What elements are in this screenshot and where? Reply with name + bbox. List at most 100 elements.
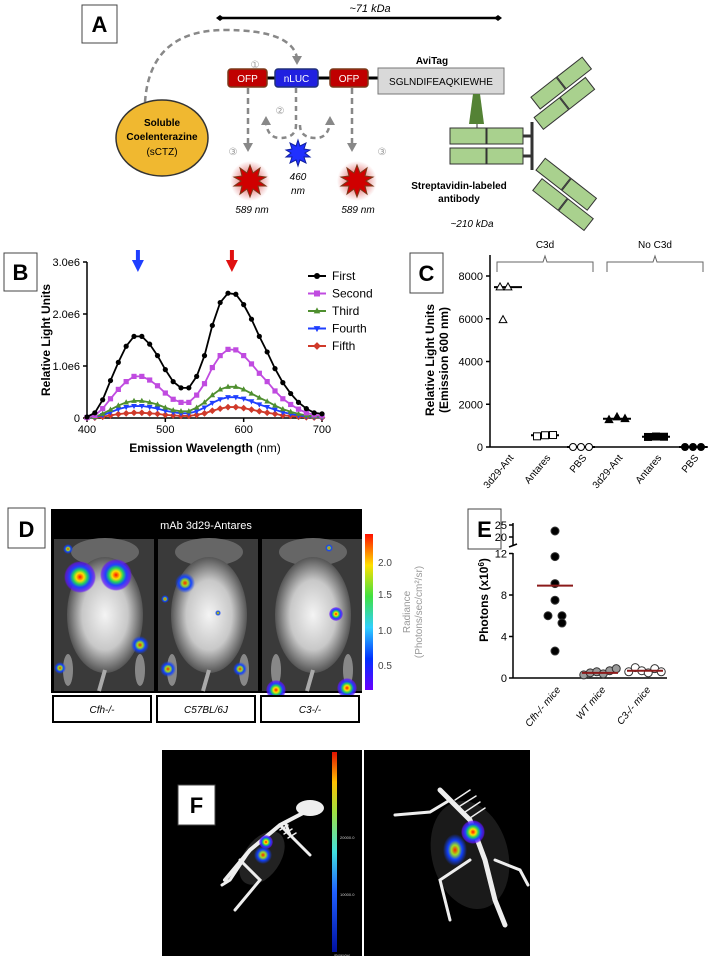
y-tick-label: 6000 [459, 314, 483, 326]
data-point [498, 314, 508, 324]
data-point [644, 432, 652, 441]
panel-label: C [419, 261, 435, 286]
legend-marker [313, 342, 321, 350]
data-point [303, 410, 309, 416]
data-point [194, 373, 200, 379]
x-tick-label: 400 [78, 424, 96, 436]
ct-colorbar-tick: 10000.0 [340, 892, 355, 897]
data-point [272, 402, 278, 408]
data-point [241, 302, 247, 308]
x-tick-label: Antares [634, 453, 665, 486]
group-label-c3d: C3d [536, 240, 554, 251]
data-point [225, 290, 231, 296]
data-point [652, 432, 660, 441]
data-point [550, 595, 560, 605]
data-point [201, 353, 208, 359]
data-point [248, 361, 255, 367]
data-point [186, 399, 192, 405]
red-emission-star-icon [337, 161, 377, 201]
data-point [178, 385, 184, 391]
transfer-arrow [264, 88, 298, 140]
x-tick-label: Cfh-/- mice [523, 685, 563, 730]
panel-f: 20000.0 10000.0 photons/sec F [162, 750, 530, 957]
bioluminescence-signal [175, 573, 195, 593]
colorbar-tick: 1.0 [378, 626, 392, 637]
data-point [225, 346, 231, 352]
avitag-sequence: SGLNDIFEAQKIEWHE [389, 77, 493, 88]
data-point [138, 409, 146, 417]
ct-colorbar [332, 752, 337, 952]
y-axis-title-end: ) [477, 558, 491, 562]
data-point [280, 380, 286, 386]
panel-label-box [409, 252, 444, 294]
strain-label: C3-/- [299, 705, 322, 716]
mass-label-bottom: ~210 kDa [450, 219, 494, 230]
data-point [193, 411, 201, 419]
x-tick-label: C3-/- mice [615, 685, 653, 728]
data-point [185, 408, 192, 414]
bioluminescence-signal [64, 561, 96, 593]
data-point [495, 281, 505, 291]
data-point [271, 410, 279, 418]
panel-label: E [477, 517, 492, 542]
arrow-head-icon [325, 116, 335, 125]
x-axis-title: Emission Wavelength (nm) [129, 441, 281, 455]
axis-break [508, 543, 518, 548]
bioluminescence-signal [54, 662, 66, 674]
data-point [138, 397, 145, 403]
mouse-head [175, 538, 243, 566]
y-axis-title: Relative Light Units [39, 284, 53, 396]
data-point [272, 388, 278, 394]
data-point [146, 405, 153, 411]
y-tick-label: 0 [501, 673, 507, 685]
data-point [681, 443, 689, 451]
emission-589-left: 589 nm [235, 205, 268, 216]
data-point [295, 406, 302, 412]
colorbar-tick: 2.0 [378, 558, 392, 569]
data-point [92, 412, 98, 418]
data-point [233, 291, 239, 297]
data-point [178, 408, 184, 414]
data-point [161, 411, 169, 419]
data-point [577, 443, 585, 451]
data-point [193, 409, 200, 415]
bioluminescence-signal [100, 559, 132, 591]
data-point [107, 406, 114, 412]
colorbar-tick: 1.5 [378, 590, 392, 601]
antibody-label-1: Streptavidin-labeled [411, 181, 507, 192]
data-point [147, 341, 153, 347]
y-tick-label: 25 [495, 520, 507, 532]
substrate-line3: (sCTZ) [146, 147, 177, 158]
data-point [217, 397, 224, 403]
legend-label: Fifth [332, 339, 355, 353]
data-point [162, 390, 168, 396]
mouse-paw [271, 654, 281, 686]
data-point [162, 367, 168, 373]
data-point [224, 403, 232, 411]
legend-marker [314, 290, 320, 297]
transfer-arrow [298, 122, 332, 140]
panel-label-box [7, 507, 46, 549]
strain-box [260, 695, 360, 723]
data-point [264, 349, 270, 355]
panel-label: F [190, 793, 203, 818]
data-point [208, 407, 216, 415]
data-point [264, 398, 271, 404]
data-point [550, 646, 560, 656]
data-point [209, 364, 215, 371]
y-tick-label: 4 [501, 632, 507, 644]
data-point [154, 353, 161, 359]
step-1-label: ① [251, 60, 260, 71]
data-point [170, 396, 176, 402]
panel-label: B [13, 260, 29, 285]
x-tick-label: PBS [680, 453, 702, 476]
data-point [114, 410, 122, 418]
panel-d: D mAb 3d29-Antares 2.0 1.5 1.0 0.5 Radia… [7, 507, 425, 723]
data-point [107, 377, 114, 384]
step-3-label-right: ③ [378, 147, 387, 158]
data-point [170, 407, 177, 413]
